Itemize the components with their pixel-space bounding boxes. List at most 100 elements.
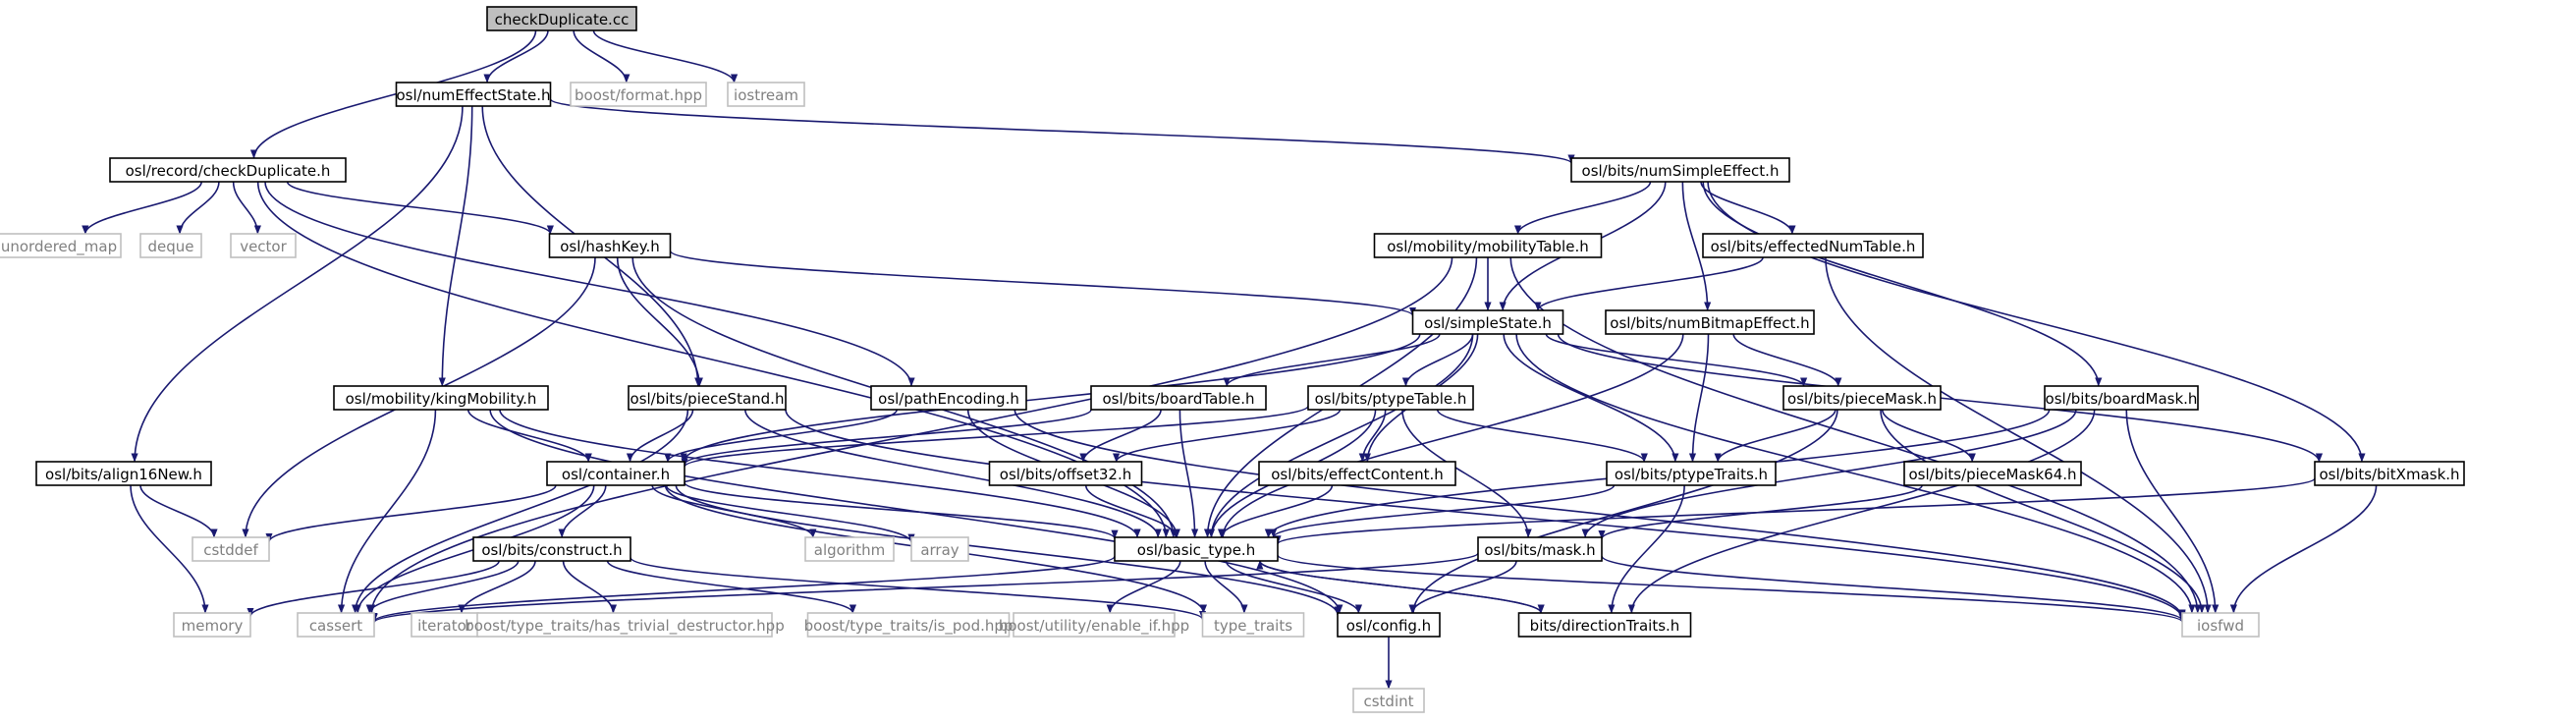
node-box (628, 385, 787, 411)
edge-checkDuplicate_h-to-vector (232, 181, 261, 235)
node-pieceMask[interactable]: osl/bits/pieceMask.h (1782, 385, 1942, 411)
node-label: osl/bits/boardMask.h (2046, 390, 2198, 408)
edge-check_cc-to-iostream (592, 29, 739, 83)
edge-numEffectState-to-numSimpleEffect (549, 98, 1575, 164)
node-config[interactable]: osl/config.h (1337, 612, 1441, 638)
node-box (548, 233, 672, 258)
node-is_pod: boost/type_traits/is_pod.hpp (804, 612, 1013, 638)
edge-simpleState-to-ptypeTable (1401, 333, 1474, 387)
edge-basic_type-to-iosfwd (1277, 554, 2186, 623)
edge-pieceMask-to-config (1409, 409, 1838, 614)
node-box (1570, 157, 1790, 183)
node-boardMask[interactable]: osl/bits/boardMask.h (2044, 385, 2199, 411)
edge-container-to-array (665, 484, 915, 543)
node-deque: deque (139, 233, 202, 258)
node-box (2044, 385, 2199, 411)
file-nodes: checkDuplicate.cc osl/numEffectState.h boo… (0, 6, 2465, 713)
node-pieceStand[interactable]: osl/bits/pieceStand.h (628, 385, 787, 411)
node-construct[interactable]: osl/bits/construct.h (472, 536, 631, 562)
node-label: boost/type_traits/has_trivial_destructor… (465, 617, 784, 636)
node-box (1782, 385, 1942, 411)
edge-mask-to-cassert (370, 552, 1479, 624)
edge-kingMobility-to-basic_type (499, 409, 1141, 538)
node-mask[interactable]: osl/bits/mask.h (1477, 536, 1603, 562)
node-ptypeTable[interactable]: osl/bits/ptypeTable.h (1307, 385, 1474, 411)
node-box (804, 536, 895, 562)
edge-numSimpleEffect-to-bitXmask (1707, 181, 2366, 463)
node-label: array (920, 541, 959, 559)
node-align16New[interactable]: osl/bits/align16New.h (35, 461, 212, 486)
node-vector: vector (230, 233, 297, 258)
edge-kingMobility-to-cassert (337, 409, 437, 614)
node-label: osl/config.h (1346, 617, 1431, 635)
edge-numSimpleEffect-to-mobilityTable (1514, 181, 1652, 235)
edge-numBitmapEffect-to-basic_type (1219, 333, 1684, 538)
edge-construct-to-has_trivial_destructor (562, 560, 618, 614)
edge-pieceStand-to-basic_type (744, 409, 1162, 538)
node-label: checkDuplicate.cc (495, 11, 630, 28)
edge-ptypeTable-to-mask (1401, 409, 1532, 538)
node-label: osl/bits/bitXmask.h (2319, 466, 2459, 483)
node-numSimpleEffect[interactable]: osl/bits/numSimpleEffect.h (1570, 157, 1790, 183)
edge-container-to-basic_type (684, 481, 1119, 539)
edge-check_cc-to-boost_format (573, 29, 630, 83)
node-numEffectState[interactable]: osl/numEffectState.h (395, 82, 552, 107)
node-label: osl/pathEncoding.h (878, 390, 1019, 408)
node-pathEncoding[interactable]: osl/pathEncoding.h (870, 385, 1027, 411)
node-label: osl/bits/effectedNumTable.h (1711, 238, 1916, 255)
edge-align16New-to-cstddef (139, 484, 218, 538)
edge-pathEncoding-to-container (664, 409, 898, 463)
node-label: cassert (309, 617, 362, 635)
edge-ptypeTraits-to-basic_type (1270, 484, 1616, 538)
node-box (1337, 612, 1441, 638)
node-hashKey[interactable]: osl/hashKey.h (548, 233, 672, 258)
node-directionTraits[interactable]: bits/directionTraits.h (1517, 612, 1692, 638)
node-label: osl/bits/pieceStand.h (630, 390, 785, 408)
edge-simpleState-to-container (680, 333, 1421, 463)
edge-ptypeTable-to-ptypeTraits (1436, 409, 1648, 463)
node-label: boost/utility/enable_if.hpp (999, 617, 1189, 636)
node-ptypeTraits[interactable]: osl/bits/ptypeTraits.h (1606, 461, 1777, 486)
node-label: osl/hashKey.h (560, 238, 660, 255)
node-bitXmask[interactable]: osl/bits/bitXmask.h (2314, 461, 2465, 486)
node-container[interactable]: osl/container.h (546, 461, 685, 486)
edge-boardTable-to-offset32 (1079, 409, 1162, 463)
node-boardTable[interactable]: osl/bits/boardTable.h (1090, 385, 1267, 411)
edge-pathEncoding-to-iosfwd (1014, 409, 2186, 619)
node-label: osl/bits/pieceMask64.h (1908, 466, 2076, 483)
node-checkDuplicate_h[interactable]: osl/record/checkDuplicate.h (109, 157, 347, 183)
node-numBitmapEffect[interactable]: osl/bits/numBitmapEffect.h (1605, 309, 1815, 335)
edge-checkDuplicate_h-to-hashKey (286, 181, 554, 235)
node-check_cc[interactable]: checkDuplicate.cc (486, 6, 637, 31)
edge-pieceStand-to-container (626, 409, 694, 463)
edge-effectContent-to-basic_type (1218, 484, 1334, 538)
node-box (395, 82, 552, 107)
node-box (727, 82, 805, 107)
node-pieceMask64[interactable]: osl/bits/pieceMask64.h (1903, 461, 2082, 486)
node-label: osl/bits/pieceMask.h (1787, 390, 1937, 408)
edge-check_cc-to-checkDuplicate_h (249, 29, 537, 159)
node-effectContent[interactable]: osl/bits/effectContent.h (1258, 461, 1456, 486)
node-box (2181, 612, 2260, 638)
node-unordered_map: unordered_map (0, 233, 122, 258)
node-basic_type[interactable]: osl/basic_type.h (1114, 536, 1279, 562)
edge-effectedNumTable-to-simpleState (1534, 256, 1764, 311)
edge-construct-to-cassert (365, 560, 520, 614)
node-box (1702, 233, 1924, 258)
node-label: vector (240, 238, 287, 255)
node-label: osl/container.h (562, 466, 670, 483)
edge-pieceMask-to-iosfwd (1880, 409, 2206, 614)
edge-construct-to-is_pod (606, 560, 856, 614)
node-mobilityTable[interactable]: osl/mobility/mobilityTable.h (1373, 233, 1603, 258)
node-kingMobility[interactable]: osl/mobility/kingMobility.h (333, 385, 549, 411)
edge-numSimpleEffect-to-numBitmapEffect (1681, 181, 1712, 311)
node-effectedNumTable[interactable]: osl/bits/effectedNumTable.h (1702, 233, 1924, 258)
edge-simpleState-to-pieceMask (1545, 333, 1808, 387)
node-box (1477, 536, 1603, 562)
node-offset32[interactable]: osl/bits/offset32.h (988, 461, 1143, 486)
node-label: bits/directionTraits.h (1530, 617, 1680, 635)
edge-align16New-to-memory (130, 484, 209, 614)
edge-numEffectState-to-align16New (131, 105, 464, 463)
node-box (988, 461, 1143, 486)
node-simpleState[interactable]: osl/simpleState.h (1411, 309, 1564, 335)
